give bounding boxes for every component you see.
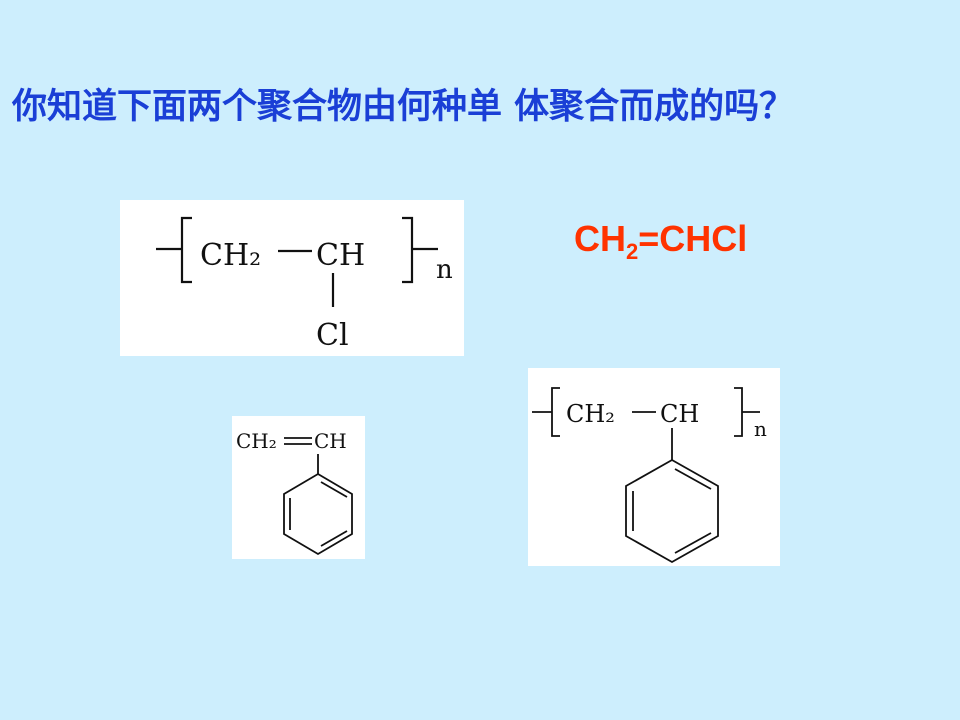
polystyrene-structure: CH₂ CH n — [528, 368, 780, 566]
styrene-structure: CH₂ CH — [232, 416, 365, 559]
styrene-structure-drawing: CH₂ CH — [236, 429, 353, 556]
styrene-ch2-label: CH₂ — [236, 429, 277, 453]
polystyrene-ch-label: CH — [660, 400, 699, 428]
polystyrene-structure-drawing: CH₂ CH n — [532, 387, 767, 564]
polystyrene-repeat-n: n — [754, 417, 767, 441]
slide-title: 你知道下面两个聚合物由何种单 体聚合而成的吗？ — [12, 87, 795, 127]
styrene-ch-label: CH — [314, 429, 347, 453]
pvc-ch2-label: CH₂ — [200, 238, 261, 273]
pvc-repeat-n: n — [436, 255, 453, 285]
monomer-formula: CH2=CHCl — [574, 218, 747, 265]
polystyrene-ch2-label: CH₂ — [566, 400, 615, 428]
pvc-structure: CH₂ CH Cl n — [120, 200, 464, 356]
formula-part1: CH — [574, 218, 626, 259]
formula-subscript: 2 — [626, 239, 639, 264]
formula-part2: =CHCl — [638, 218, 748, 259]
pvc-ch-label: CH — [316, 238, 365, 273]
pvc-cl-label: Cl — [316, 318, 349, 353]
pvc-structure-drawing: CH₂ CH Cl n — [156, 216, 453, 353]
